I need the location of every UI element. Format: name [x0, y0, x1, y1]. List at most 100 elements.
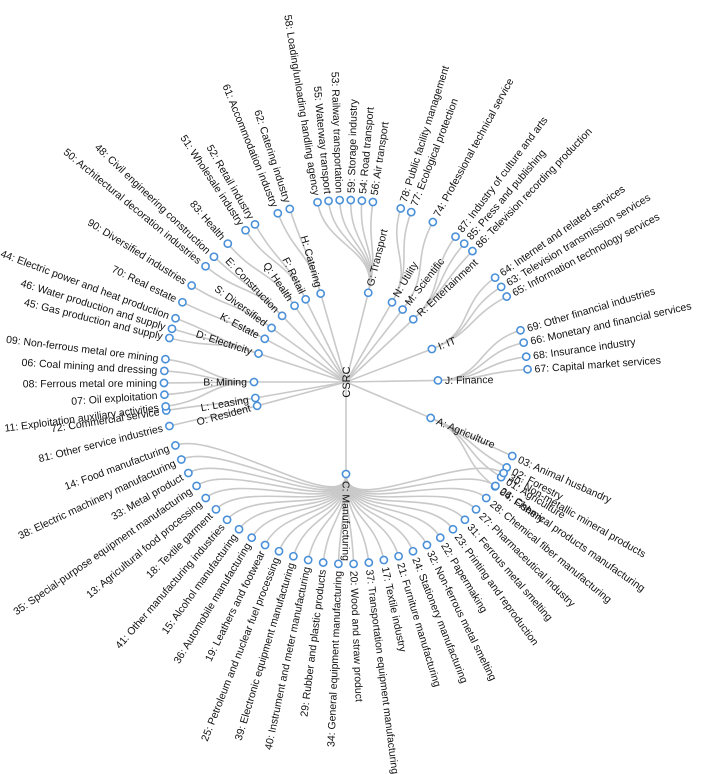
leaf-node-40-instrument-and-meter-manufacturing[interactable] — [303, 555, 313, 565]
tree-nodes — [159, 195, 532, 569]
category-node-a-agriculture[interactable] — [426, 413, 436, 423]
leaf-node-14-food-manufacturing[interactable] — [171, 441, 180, 450]
leaf-node-81-other-service-industries[interactable] — [165, 421, 174, 431]
leaf-node-03-animal-husbandry[interactable] — [507, 451, 517, 461]
category-node-b-mining[interactable] — [249, 377, 259, 387]
leaf-node-22-papermaking[interactable] — [435, 533, 445, 543]
leaf-node-28-chemical-fiber-manufacturing[interactable] — [481, 493, 491, 503]
category-node-e-construction[interactable] — [277, 311, 287, 321]
leaf-node-83-health[interactable] — [223, 239, 233, 249]
leaf-node-46-water-production-and-supply[interactable] — [167, 324, 177, 334]
leaf-node-36-automobile-manufacturing[interactable] — [247, 533, 257, 543]
leaf-node-54-road-transport[interactable] — [357, 196, 367, 206]
category-node-s-diversified[interactable] — [267, 323, 276, 333]
category-node-q-health[interactable] — [290, 301, 299, 311]
link-81-other-service-industries — [169, 405, 258, 427]
leaf-node-51-wholesale-industry[interactable] — [241, 225, 250, 235]
leaf-node-39-electronic-equipment-manufacturing[interactable] — [288, 551, 298, 561]
leaf-node-56-air-transport[interactable] — [368, 197, 378, 207]
leaf-node-35-special-purpose-equipment-manufacturing[interactable] — [192, 481, 201, 491]
leaf-node-62-catering-industry[interactable] — [285, 204, 295, 214]
leaf-node-41-other-manufacturing-industries[interactable] — [222, 515, 232, 525]
leaf-node-90-diversified-industries[interactable] — [187, 281, 197, 290]
link-root-s-diversified — [271, 327, 347, 383]
category-node-j-finance[interactable] — [433, 375, 443, 385]
leaf-node-29-rubber-and-plastic-products[interactable] — [318, 558, 328, 567]
leaf-node-70-real-estate[interactable] — [178, 297, 187, 307]
leaf-node-65-information-technology-services[interactable] — [502, 292, 512, 301]
category-node-m-scientific[interactable] — [398, 305, 408, 314]
leaf-node-74-professional-technical-service[interactable] — [428, 217, 438, 227]
leaf-node-44-electric-power-and-heat-production[interactable] — [171, 313, 180, 323]
leaf-node-85-press-and-publishing[interactable] — [459, 239, 469, 249]
leaf-node-33-metal-product[interactable] — [183, 468, 193, 478]
leaf-node-11-exploitation-auxiliary-activities[interactable] — [161, 401, 171, 411]
category-node-l-leasing[interactable] — [250, 393, 260, 403]
link-72-commercial-service — [166, 397, 256, 412]
leaf-node-53-railway-transportation[interactable] — [335, 195, 345, 205]
leaf-node-19-leathers-and-footwear[interactable] — [260, 540, 270, 550]
leaf-node-59-storage-industry[interactable] — [346, 195, 356, 205]
leaf-node-48-civil-engineering-construction[interactable] — [209, 252, 219, 262]
leaf-node-31-ferrous-metal-smelting[interactable] — [460, 515, 470, 525]
leaf-node-87-industry-of-culture-and-arts[interactable] — [451, 232, 460, 242]
leaf-node-64-internet-and-related-services[interactable] — [490, 273, 500, 283]
leaf-node-18-textile-garment[interactable] — [211, 504, 221, 514]
link-48-civil-engineering-construction — [213, 256, 283, 317]
leaf-node-32-non-ferrous-metal-smelting[interactable] — [422, 540, 432, 550]
leaf-node-45-gas-production-and-supply[interactable] — [165, 333, 174, 343]
leaf-node-63-television-transmission-services[interactable] — [496, 282, 506, 292]
leaf-label-63-television-transmission-services: 63: Television transmission services — [504, 192, 652, 289]
leaf-node-15-alcohol-manufacturing[interactable] — [234, 524, 244, 534]
leaf-node-34-general-equipment-manufacturing[interactable] — [333, 559, 343, 569]
leaf-node-17-textile-industry[interactable] — [379, 555, 389, 565]
leaf-node-37-transportation-equipment-manufacturing[interactable] — [364, 558, 374, 567]
leaf-node-86-television-recording-production[interactable] — [468, 246, 477, 256]
leaf-node-20-wood-and-straw-product[interactable] — [349, 559, 359, 569]
leaf-node-69-other-financial-industries[interactable] — [516, 325, 525, 335]
category-node-g-transport[interactable] — [363, 288, 373, 298]
leaf-node-52-retail-industry[interactable] — [250, 219, 260, 229]
leaf-node-09-non-ferrous-metal-ore-mining[interactable] — [161, 354, 170, 364]
leaf-node-21-furniture-manufacturing[interactable] — [394, 551, 404, 561]
leaf-node-06-coal-mining-and-dressing[interactable] — [159, 366, 169, 376]
link-root-f-retail — [304, 298, 347, 383]
leaf-node-50-architectural-decoration-industries[interactable] — [201, 261, 210, 271]
category-node-h-catering[interactable] — [316, 289, 326, 298]
leaf-node-68-insurance-industry[interactable] — [521, 352, 531, 362]
category-node-i-it[interactable] — [427, 344, 437, 354]
link-90-diversified-industries — [191, 284, 273, 329]
leaf-node-26-chemical-products-manufacturing[interactable] — [491, 481, 500, 491]
link-56-air-transport — [367, 201, 374, 293]
category-node-d-electricity[interactable] — [254, 349, 263, 358]
leaf-node-30-non-metallic-mineral-products[interactable] — [499, 468, 509, 478]
category-label-g-transport: G: Transport — [365, 228, 391, 288]
link-root-o-resident — [256, 381, 347, 407]
link-root-d-electricity — [258, 352, 347, 383]
category-node-r-entertainment[interactable] — [408, 314, 418, 324]
leaf-label-53-railway-transportation: 53: Railway transportation — [328, 72, 344, 194]
category-node-o-resident[interactable] — [252, 401, 262, 411]
leaf-node-07-oil-exploitation[interactable] — [160, 390, 169, 400]
leaf-node-08-ferrous-metal-ore-mining[interactable] — [159, 378, 169, 388]
category-node-n-utility[interactable] — [387, 297, 397, 307]
leaf-node-55-waterway-transport[interactable] — [324, 196, 333, 206]
category-label-c-manufacturing: C: Manufacturing — [339, 481, 351, 561]
leaf-node-13-agricultural-food-processing[interactable] — [201, 493, 211, 503]
category-node-f-retail[interactable] — [301, 294, 311, 304]
leaf-node-66-monetary-and-financial-services[interactable] — [519, 338, 529, 348]
leaf-node-24-stationery-manufacturing[interactable] — [408, 546, 418, 556]
leaf-node-77-ecological-protection[interactable] — [406, 207, 416, 217]
leaf-node-27-pharmaceutical-industry[interactable] — [471, 504, 481, 514]
category-node-c-manufacturing[interactable] — [341, 469, 351, 479]
leaf-node-78-public-facility-management[interactable] — [396, 204, 406, 213]
leaf-node-25-petroleum-and-nuclear-fuel-processing[interactable] — [274, 546, 284, 556]
leaf-node-61-accommodation-industry[interactable] — [273, 208, 283, 218]
category-node-k-estate[interactable] — [260, 334, 270, 344]
leaf-node-67-capital-market-services[interactable] — [523, 364, 532, 374]
leaf-node-58-loading-unloading-handling-agency[interactable] — [313, 197, 322, 207]
leaf-node-38-electric-machinery-manufacturing[interactable] — [176, 455, 186, 464]
link-root-h-catering — [319, 293, 347, 383]
leaf-node-23-printing-and-reproduction[interactable] — [448, 524, 458, 534]
